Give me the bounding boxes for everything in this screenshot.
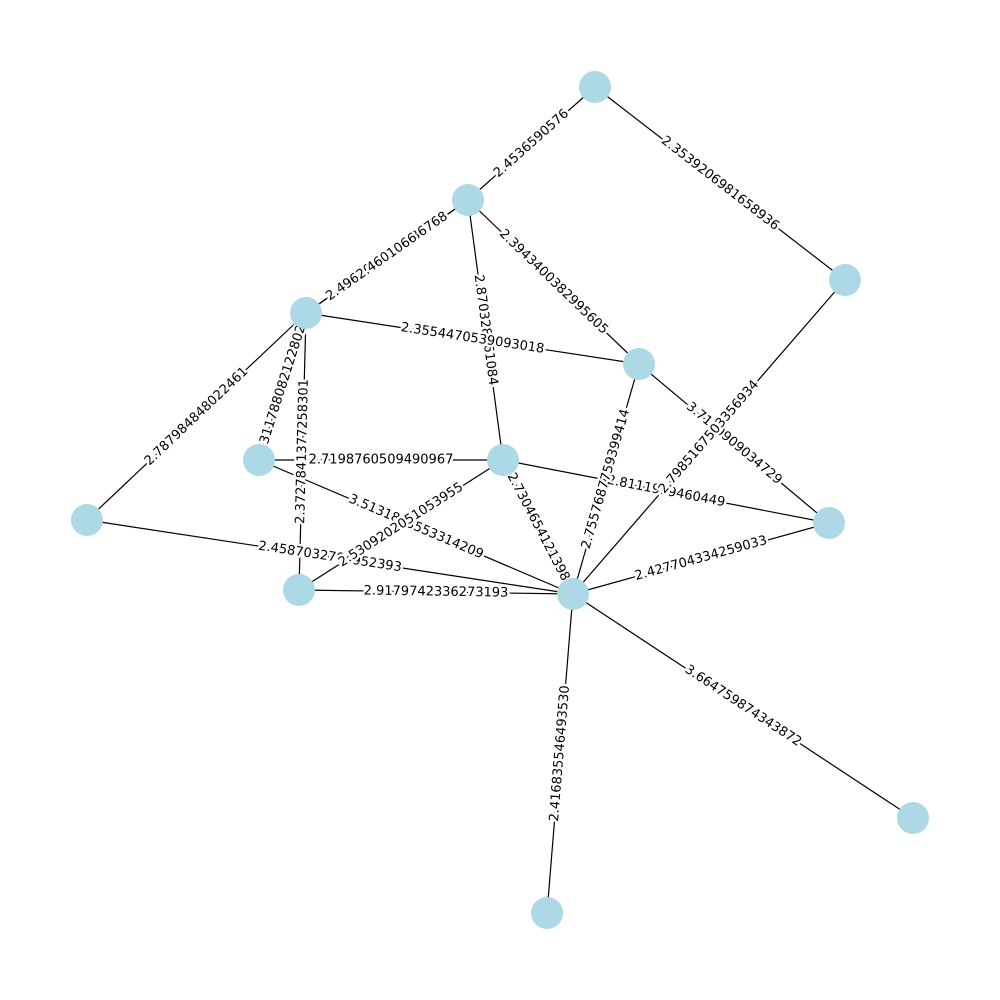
edge-n1-n4: [467, 199, 640, 365]
graph-node-n5[interactable]: [487, 444, 519, 476]
edge-n0-n2: [594, 86, 846, 281]
nodes-layer: [71, 71, 929, 929]
edge-weight-label: 2.3539206981658936: [658, 133, 782, 233]
edge-n5-n8: [502, 459, 830, 524]
graph-node-n8[interactable]: [813, 507, 845, 539]
graph-node-n1[interactable]: [452, 184, 484, 216]
edge-n3-n9: [298, 312, 307, 591]
edge-n3-n4: [305, 312, 640, 365]
edge-n1-n5: [467, 199, 504, 461]
graph-node-n4[interactable]: [623, 348, 655, 380]
edge-n9-n10: [298, 589, 574, 595]
edge-n4-n8: [638, 363, 830, 524]
edge-n0-n1: [467, 86, 596, 201]
edge-n7-n10: [86, 519, 574, 595]
graph-node-n0[interactable]: [579, 71, 611, 103]
edge-n5-n10: [502, 459, 574, 595]
edge-weight-label: 2.3943400382995605: [496, 226, 611, 337]
edge-weight-label: 2.3554470539093018: [400, 320, 545, 357]
graph-node-n10[interactable]: [557, 578, 589, 610]
edge-n10-n11: [572, 593, 914, 819]
edge-weight-label: 2.4536590576: [491, 106, 572, 180]
edges-layer: [86, 86, 914, 914]
edge-n4-n10: [572, 363, 640, 595]
edge-n2-n10: [572, 279, 846, 595]
edge-weight-label: 2.7985167503356934: [656, 377, 762, 496]
graph-node-n2[interactable]: [829, 264, 861, 296]
edge-weight-label: 2.787984848022461: [142, 364, 251, 469]
graph-node-n3[interactable]: [290, 297, 322, 329]
edge-weight-label: 3.664759874343872: [682, 662, 804, 750]
edge-weight-label: 2.427704334259033: [633, 533, 769, 584]
edge-n8-n10: [572, 522, 830, 595]
edge-weight-label: 2.9179742336273193: [364, 583, 509, 600]
edge-n9-n5: [298, 459, 504, 591]
graph-node-n11[interactable]: [897, 802, 929, 834]
graph-node-n9[interactable]: [283, 574, 315, 606]
edge-n3-n7: [86, 312, 307, 521]
edge-weight-label: 2.4601066: [354, 230, 420, 283]
edge-n6-n10: [258, 459, 574, 595]
edge-weight-label: 2.416835546493530: [547, 685, 573, 822]
edge-weight-label: 2.7198760509490967: [309, 453, 454, 468]
edge-weight-label: 2.7304654121398: [504, 470, 573, 583]
edge-n10-n12: [546, 593, 574, 914]
graph-node-n7[interactable]: [71, 504, 103, 536]
edge-n3-n6: [258, 312, 307, 461]
graph-node-n12[interactable]: [531, 897, 563, 929]
graph-node-n6[interactable]: [243, 444, 275, 476]
edge-n3-n1: [305, 199, 469, 314]
edge-weight-label: 2.870328461084: [471, 274, 501, 387]
edge-weight-label: 2.3727841377258301: [293, 379, 312, 524]
